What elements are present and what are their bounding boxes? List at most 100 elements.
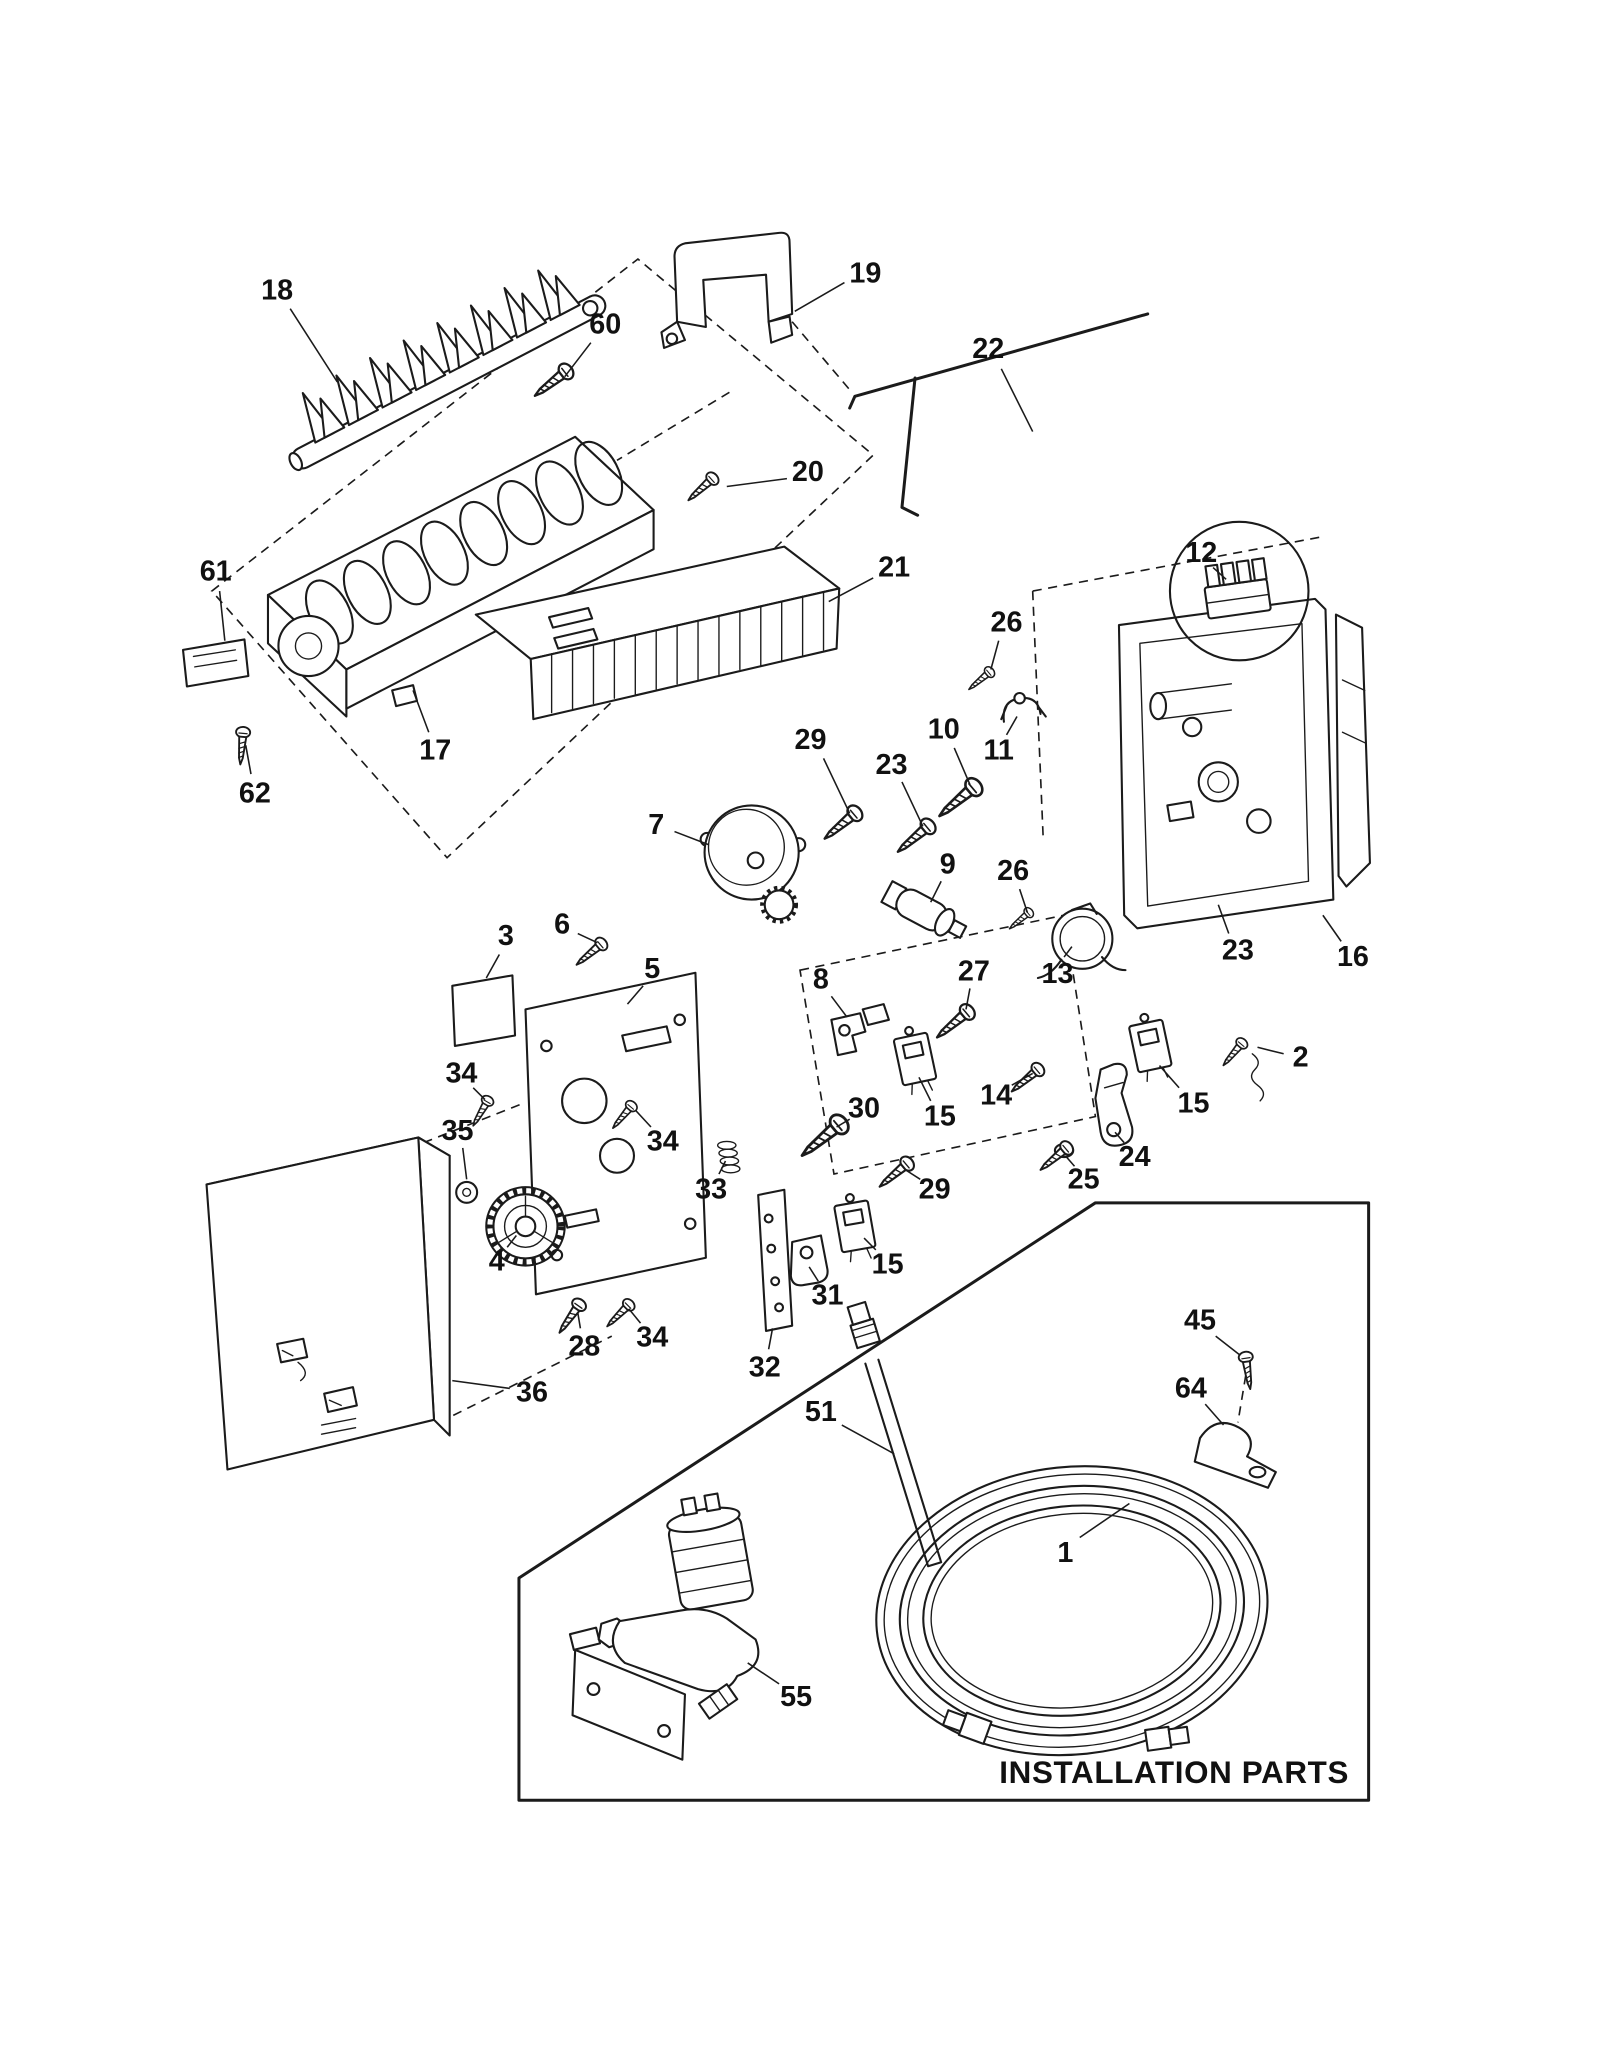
callout-leader-23 (1217, 904, 1230, 934)
callout-leader-34 (472, 1087, 486, 1101)
callout-leader-62 (244, 745, 252, 775)
part-callout-17: 17 (419, 735, 451, 767)
callout-leader-2 (1257, 1046, 1284, 1055)
callout-leader-15 (918, 1076, 932, 1102)
sweep-arm-assembly (288, 259, 607, 472)
part-callout-35: 35 (442, 1115, 474, 1147)
installation-parts-title: INSTALLATION PARTS (999, 1755, 1349, 1790)
callout-leader-27 (965, 988, 971, 1010)
part-callout-5: 5 (644, 953, 660, 985)
ice-stripper-cover (474, 545, 841, 721)
callout-leader-26 (990, 640, 1000, 670)
callout-leader-26 (1018, 888, 1029, 913)
part-callout-22: 22 (972, 333, 1004, 365)
icemaker-cover (205, 1136, 451, 1471)
callout-leader-45 (1215, 1335, 1240, 1356)
screw-27 (930, 1000, 979, 1046)
screw-26 (964, 663, 998, 695)
shutoff-wire-arm (848, 312, 1150, 517)
screw-23 (891, 814, 940, 860)
connector-detail (1168, 520, 1310, 662)
part-callout-4: 4 (489, 1246, 505, 1278)
callout-leader-7 (674, 830, 709, 846)
callout-leader-51 (841, 1424, 895, 1455)
part-callout-15: 15 (1177, 1087, 1209, 1119)
callout-leader-64 (1204, 1403, 1225, 1426)
callout-leader-29 (822, 758, 851, 814)
callout-leader-33 (718, 1160, 727, 1175)
spring-33 (716, 1140, 741, 1174)
ground-clamp (1193, 1421, 1277, 1489)
part-callout-29: 29 (919, 1174, 951, 1206)
bracket-32 (757, 1188, 794, 1332)
callout-leader-15 (863, 1237, 877, 1251)
part-callout-6: 6 (554, 908, 570, 940)
part-callout-1: 1 (1057, 1537, 1073, 1569)
part-callout-11: 11 (983, 735, 1013, 767)
screw-34c (601, 1295, 638, 1332)
callout-leader-23 (901, 781, 924, 827)
callout-leader-61 (218, 590, 226, 641)
part-callout-10: 10 (928, 714, 960, 746)
switch-15b (1125, 1009, 1176, 1084)
callout-leader-31 (808, 1266, 819, 1282)
screw-29 (817, 801, 867, 847)
control-module-housing (1117, 597, 1371, 930)
callout-leader-6 (577, 932, 598, 944)
screw-26b (1005, 905, 1037, 934)
water-fill-tube (846, 1300, 943, 1568)
screw-and-wire-2 (1217, 1034, 1265, 1102)
part-callout-16: 16 (1337, 941, 1369, 973)
callout-leader-35 (461, 1147, 468, 1180)
callout-leader-10 (953, 747, 971, 785)
callout-leader-30 (836, 1118, 851, 1128)
part-callout-12: 12 (1185, 537, 1217, 569)
tubing-fitting-left (941, 1709, 993, 1745)
callout-leader-4 (506, 1235, 517, 1248)
part-callout-19: 19 (849, 257, 881, 289)
callout-leader-13 (1063, 946, 1073, 958)
bearing-coupler (880, 880, 968, 939)
callout-leader-36 (452, 1379, 510, 1390)
callout-leader-3 (485, 954, 501, 979)
callout-leader-9 (930, 880, 942, 903)
part-callout-9: 9 (940, 848, 956, 880)
callout-leader-1 (1079, 1502, 1130, 1539)
part-callout-23: 23 (876, 749, 908, 781)
callout-leader-60 (564, 342, 592, 378)
callout-leader-15 (1158, 1065, 1180, 1089)
callout-leader-25 (1064, 1155, 1076, 1167)
callout-leader-29 (905, 1169, 921, 1180)
callout-leader-14 (1011, 1072, 1034, 1086)
part-callout-34: 34 (445, 1057, 477, 1089)
part-callout-14: 14 (980, 1080, 1012, 1112)
screw-14 (1005, 1059, 1048, 1099)
washer-35 (455, 1180, 479, 1204)
callout-leader-16 (1322, 914, 1342, 942)
part-callout-45: 45 (1184, 1304, 1216, 1336)
callout-leader-34 (634, 1109, 652, 1128)
callout-leader-20 (726, 477, 788, 488)
part-callout-15: 15 (924, 1101, 956, 1133)
drive-gear (485, 1186, 566, 1267)
callout-leader-19 (794, 281, 845, 312)
part-callout-24: 24 (1119, 1141, 1151, 1173)
callout-leader-11 (1005, 716, 1018, 736)
part-callout-13: 13 (1042, 958, 1074, 990)
drive-motor (699, 804, 807, 924)
part-callout-26: 26 (991, 606, 1023, 638)
part-callout-33: 33 (695, 1174, 727, 1206)
part-callout-18: 18 (261, 274, 293, 306)
callout-leader-28 (577, 1312, 582, 1329)
part-callout-51: 51 (805, 1396, 837, 1428)
part-callout-55: 55 (780, 1681, 812, 1713)
part-callout-20: 20 (792, 456, 824, 488)
callout-leader-17 (412, 690, 430, 733)
switch-15a (890, 1022, 940, 1097)
part-callout-61: 61 (200, 555, 232, 587)
part-callout-2: 2 (1293, 1042, 1309, 1074)
part-callout-23: 23 (1222, 935, 1254, 967)
part-callout-3: 3 (498, 920, 514, 952)
